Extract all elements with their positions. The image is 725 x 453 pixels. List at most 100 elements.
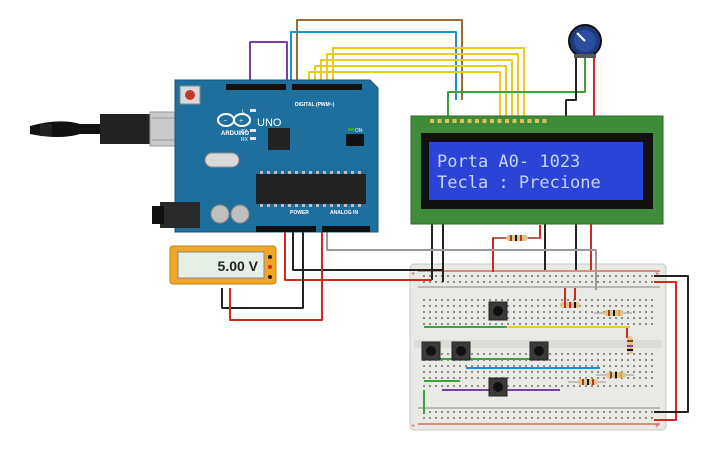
breadboard-hole [459, 305, 461, 307]
breadboard-hole [507, 299, 509, 301]
header-analog[interactable] [322, 226, 370, 232]
push-button-4[interactable] [529, 341, 549, 361]
breadboard-hole [573, 281, 575, 283]
breadboard-hole [513, 275, 515, 277]
wires[interactable] [221, 19, 689, 421]
push-button-1[interactable] [488, 301, 508, 321]
breadboard-hole [591, 359, 593, 361]
chip-pin [281, 204, 284, 207]
breadboard-hole [465, 299, 467, 301]
breadboard-hole [483, 299, 485, 301]
chip-pin [274, 171, 277, 174]
breadboard-hole [573, 371, 575, 373]
breadboard-hole [423, 385, 425, 387]
breadboard-hole [579, 299, 581, 301]
breadboard-hole [597, 323, 599, 325]
push-buttons[interactable] [421, 301, 549, 397]
breadboard-hole [579, 359, 581, 361]
breadboard-hole [651, 317, 653, 319]
breadboard-hole [633, 299, 635, 301]
breadboard-hole [591, 417, 593, 419]
breadboard-hole [465, 275, 467, 277]
breadboard-hole [597, 365, 599, 367]
breadboard-hole [483, 377, 485, 379]
multimeter-reading: 5.00 V [218, 258, 259, 274]
breadboard-hole [585, 317, 587, 319]
breadboard-hole [489, 275, 491, 277]
lcd-16x2-display[interactable]: Porta A0- 1023 Tecla : Precione [410, 115, 664, 225]
breadboard-hole [447, 377, 449, 379]
breadboard-hole [441, 377, 443, 379]
breadboard-hole [531, 275, 533, 277]
wire-yellow-3 [320, 59, 513, 118]
lcd-pin [542, 119, 547, 123]
chip-pin [323, 204, 326, 207]
chip-pin [309, 171, 312, 174]
chip-pin [274, 204, 277, 207]
breadboard-hole [471, 323, 473, 325]
lcd-pin [512, 119, 517, 123]
breadboard-hole [567, 385, 569, 387]
breadboard-hole [465, 305, 467, 307]
breadboard-hole [501, 365, 503, 367]
resistor-top [494, 235, 540, 241]
atmega-chip [256, 174, 366, 204]
breadboard-hole [495, 299, 497, 301]
breadboard-hole [549, 377, 551, 379]
chip-pin [316, 204, 319, 207]
breadboard-hole [477, 365, 479, 367]
breadboard-hole [645, 385, 647, 387]
breadboard-hole [483, 275, 485, 277]
breadboard-hole [579, 281, 581, 283]
breadboard-hole [549, 305, 551, 307]
breadboard-hole [477, 377, 479, 379]
push-button-3[interactable] [451, 341, 471, 361]
breadboard-hole [483, 371, 485, 373]
breadboard-hole [525, 281, 527, 283]
breadboard-hole [573, 353, 575, 355]
breadboard-hole [423, 365, 425, 367]
breadboard-hole [507, 353, 509, 355]
wire-black-gnd [292, 232, 443, 271]
chip-pin [302, 204, 305, 207]
breadboard-hole [561, 281, 563, 283]
breadboard-hole [585, 385, 587, 387]
header-digital-left[interactable] [226, 84, 286, 90]
chip-pin [295, 204, 298, 207]
breadboard-hole [465, 323, 467, 325]
breadboard-hole [477, 299, 479, 301]
breadboard-hole [555, 417, 557, 419]
arduino-uno-board[interactable]: − + ARDUINO UNO DIGITAL (PWM~) POWER ANA… [152, 79, 379, 233]
breadboard-hole [423, 305, 425, 307]
breadboard-hole [543, 371, 545, 373]
breadboard-hole [609, 323, 611, 325]
header-power[interactable] [256, 226, 316, 232]
breadboard-hole [477, 305, 479, 307]
push-button-2[interactable] [421, 341, 441, 361]
potentiometer[interactable] [568, 24, 602, 58]
breadboard-hole [561, 417, 563, 419]
breadboard-hole [627, 377, 629, 379]
header-digital-right[interactable] [292, 84, 362, 90]
multimeter[interactable]: 5.00 V [169, 245, 277, 285]
breadboard-hole [435, 371, 437, 373]
push-button-5[interactable] [488, 377, 508, 397]
breadboard-hole [585, 353, 587, 355]
breadboard-hole [459, 371, 461, 373]
breadboard-hole [531, 311, 533, 313]
resistors[interactable] [494, 235, 634, 385]
led-l-label: L [242, 109, 245, 115]
breadboard-hole [525, 411, 527, 413]
reset-button[interactable] [185, 90, 195, 100]
breadboard-hole [453, 323, 455, 325]
breadboard-hole [645, 275, 647, 277]
breadboard-hole [597, 385, 599, 387]
breadboard-hole [567, 377, 569, 379]
breadboard-hole [555, 275, 557, 277]
breadboard-hole [555, 353, 557, 355]
breadboard-hole [567, 323, 569, 325]
breadboard-hole [567, 311, 569, 313]
breadboard-hole [591, 377, 593, 379]
breadboard-hole [603, 299, 605, 301]
breadboard-hole [453, 305, 455, 307]
